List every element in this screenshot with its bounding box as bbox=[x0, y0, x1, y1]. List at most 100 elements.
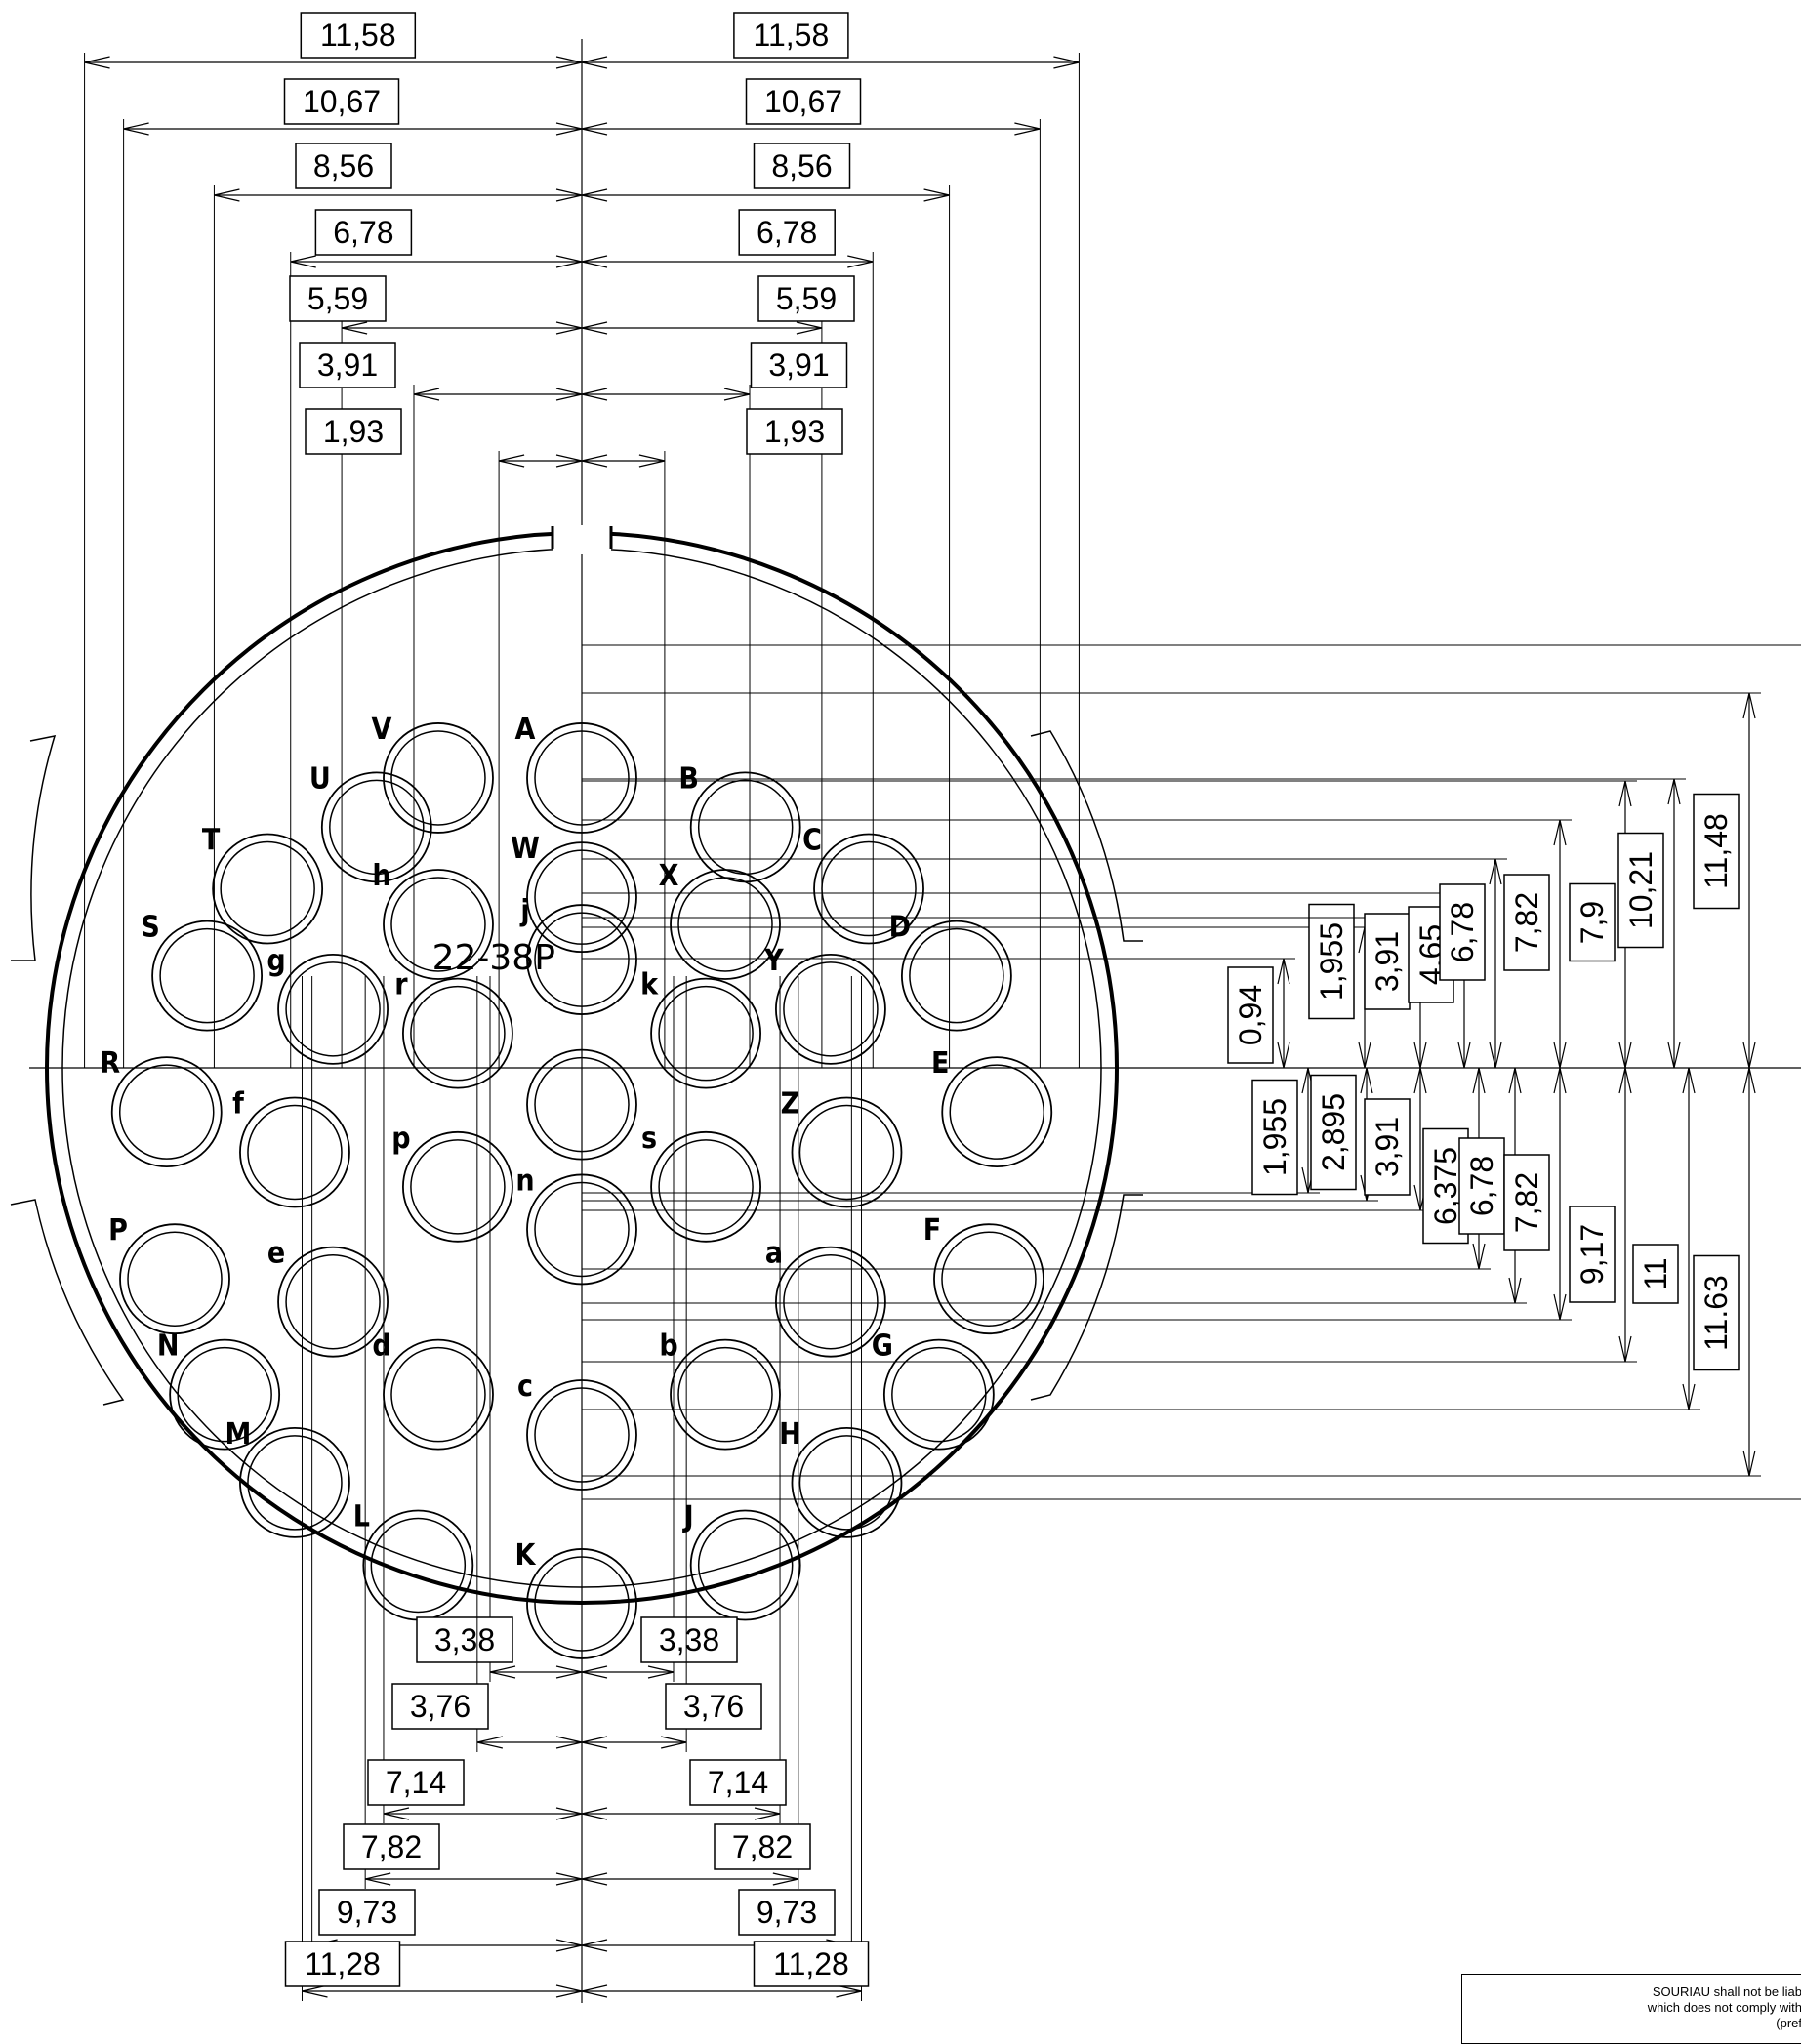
top-left-dim-2-frame bbox=[295, 143, 392, 189]
right-lower-dim-7-frame bbox=[1632, 1244, 1679, 1304]
contact-label-a: a bbox=[765, 1237, 783, 1271]
top-left-dim-6-value: 1,93 bbox=[323, 414, 384, 449]
contact-label-g: g bbox=[266, 944, 285, 978]
bottom-left-dim-1-frame bbox=[391, 1683, 489, 1730]
top-right-dim-5-value: 3,91 bbox=[768, 347, 829, 383]
bottom-arrow-right-inner-1 bbox=[581, 1736, 608, 1749]
bottom-arrow-right-inner-0 bbox=[581, 1665, 608, 1679]
top-left-dim-5: 3,91 bbox=[299, 342, 396, 388]
contact-Y-outer bbox=[775, 953, 886, 1065]
top-right-dim-3-frame bbox=[738, 209, 836, 256]
contact-label-d: d bbox=[372, 1329, 390, 1364]
contact-J-inner bbox=[697, 1517, 794, 1614]
bottom-left-dim-2: 7,14 bbox=[367, 1759, 465, 1806]
right-upper-dim-7-value: 10,21 bbox=[1623, 851, 1658, 929]
top-left-dim-5-value: 3,91 bbox=[317, 347, 378, 383]
contact-D-outer bbox=[900, 920, 1012, 1032]
bottom-arrow-right-inner-3 bbox=[581, 1872, 608, 1886]
top-right-dim-6-frame bbox=[746, 408, 843, 455]
top-left-dim-0: 11,58 bbox=[300, 12, 417, 59]
right-upper-arrow-bottom-1 bbox=[1358, 1042, 1371, 1069]
contact-E-inner bbox=[949, 1064, 1045, 1160]
right-lower-dim-8: 11.63 bbox=[1693, 1254, 1740, 1371]
contact-K-outer bbox=[526, 1548, 637, 1659]
right-lower-arrow-top-1 bbox=[1360, 1067, 1373, 1094]
bottom-right-dim-2: 7,14 bbox=[689, 1759, 787, 1806]
right-lower-dim-0: 1,955 bbox=[1251, 1079, 1298, 1196]
contact-K-inner bbox=[534, 1556, 630, 1652]
right-upper-dim-5: 7,82 bbox=[1503, 874, 1550, 971]
right-lower-arrow-top-5 bbox=[1553, 1067, 1567, 1094]
bottom-right-dim-1-frame bbox=[665, 1683, 762, 1730]
contact-label-j: j bbox=[519, 894, 529, 928]
bottom-arrow-right-inner-5 bbox=[581, 1984, 608, 1998]
contact-s-outer bbox=[650, 1130, 761, 1243]
top-left-dim-6-frame bbox=[305, 408, 402, 455]
top-right-dim-6: 1,93 bbox=[746, 408, 843, 455]
contact-label-k: k bbox=[640, 968, 659, 1002]
contact-label-C: C bbox=[802, 824, 822, 858]
contact-U-inner bbox=[329, 779, 425, 876]
contact-label-S: S bbox=[141, 911, 159, 945]
bottom-left-dim-5-value: 11,28 bbox=[305, 1946, 381, 1982]
contact-label-K: K bbox=[515, 1538, 537, 1573]
contact-label-U: U bbox=[309, 761, 331, 796]
contact-p-outer bbox=[402, 1130, 513, 1243]
contact-V-inner bbox=[390, 730, 486, 826]
bottom-right-dim-4-value: 9,73 bbox=[757, 1895, 817, 1930]
bottom-left-dim-2-value: 7,14 bbox=[386, 1765, 446, 1800]
top-right-dim-4-frame bbox=[757, 275, 855, 322]
contact-a-inner bbox=[783, 1253, 879, 1350]
disclaimer-line-2: which does not comply with bbox=[1647, 2000, 1801, 2015]
right-lower-dim-5: 7,82 bbox=[1503, 1154, 1550, 1251]
right-lower-dim-4: 6,78 bbox=[1458, 1137, 1505, 1235]
right-lower-arrow-top-6 bbox=[1618, 1067, 1632, 1094]
top-right-dim-5: 3,91 bbox=[750, 342, 848, 388]
top-right-dim-4-value: 5,59 bbox=[776, 281, 837, 316]
top-left-dim-6: 1,93 bbox=[305, 408, 402, 455]
contact-A-outer bbox=[526, 722, 637, 834]
bottom-left-dim-0-value: 3,38 bbox=[434, 1622, 495, 1657]
right-upper-dim-7-frame bbox=[1617, 832, 1664, 949]
top-left-dim-1-value: 10,67 bbox=[303, 84, 381, 119]
top-left-dim-5-frame bbox=[299, 342, 396, 388]
right-lower-dim-6-frame bbox=[1569, 1206, 1616, 1303]
right-lower-dim-1-value: 2,895 bbox=[1316, 1093, 1351, 1171]
contact-e-inner bbox=[285, 1253, 381, 1350]
contact-M-inner bbox=[247, 1435, 343, 1531]
contact-f-outer bbox=[239, 1096, 350, 1208]
contact-S-outer bbox=[151, 920, 264, 1032]
right-upper-ear bbox=[1030, 730, 1143, 942]
bottom-left-dim-2-frame bbox=[367, 1759, 465, 1806]
right-lower-dim-6-value: 9,17 bbox=[1575, 1224, 1610, 1285]
bottom-arrow-right-inner-4 bbox=[581, 1939, 608, 1952]
right-upper-dim-4-frame bbox=[1439, 883, 1486, 981]
contact-label-X: X bbox=[659, 859, 679, 893]
bottom-right-dim-5-frame bbox=[753, 1941, 870, 1987]
bottom-right-dim-3: 7,82 bbox=[714, 1823, 811, 1870]
contact-label-V: V bbox=[372, 713, 392, 747]
contact-A-inner bbox=[534, 730, 630, 826]
contact-Z-outer bbox=[791, 1096, 903, 1208]
contact-F-inner bbox=[941, 1231, 1037, 1327]
bottom-right-dim-0: 3,38 bbox=[640, 1616, 738, 1663]
right-upper-dim-1: 1,955 bbox=[1308, 903, 1355, 1020]
contact-label-A: A bbox=[515, 713, 536, 747]
right-upper-arrow-bottom-4 bbox=[1489, 1042, 1502, 1069]
right-lower-dim-5-value: 7,82 bbox=[1509, 1172, 1544, 1233]
right-upper-dim-2-frame bbox=[1364, 913, 1411, 1010]
contact-label-H: H bbox=[779, 1417, 801, 1451]
bottom-left-dim-3: 7,82 bbox=[343, 1823, 440, 1870]
right-upper-dim-4: 6,78 bbox=[1439, 883, 1486, 981]
right-upper-dim-8: 11,48 bbox=[1693, 793, 1740, 910]
right-lower-dim-8-value: 11.63 bbox=[1699, 1275, 1734, 1351]
top-arrow-right-inner-1 bbox=[581, 122, 608, 136]
contact-n-inner bbox=[534, 1181, 630, 1278]
contact-r-outer bbox=[402, 977, 513, 1089]
disclaimer-note: SOURIAU shall not be liab which does not… bbox=[1461, 1974, 1801, 2044]
top-left-dim-0-frame bbox=[300, 12, 417, 59]
contact-b-outer bbox=[670, 1338, 781, 1451]
top-arrow-right-inner-2 bbox=[581, 188, 608, 202]
right-lower-dim-2: 3,91 bbox=[1364, 1098, 1411, 1196]
top-right-dim-2-frame bbox=[753, 143, 851, 189]
